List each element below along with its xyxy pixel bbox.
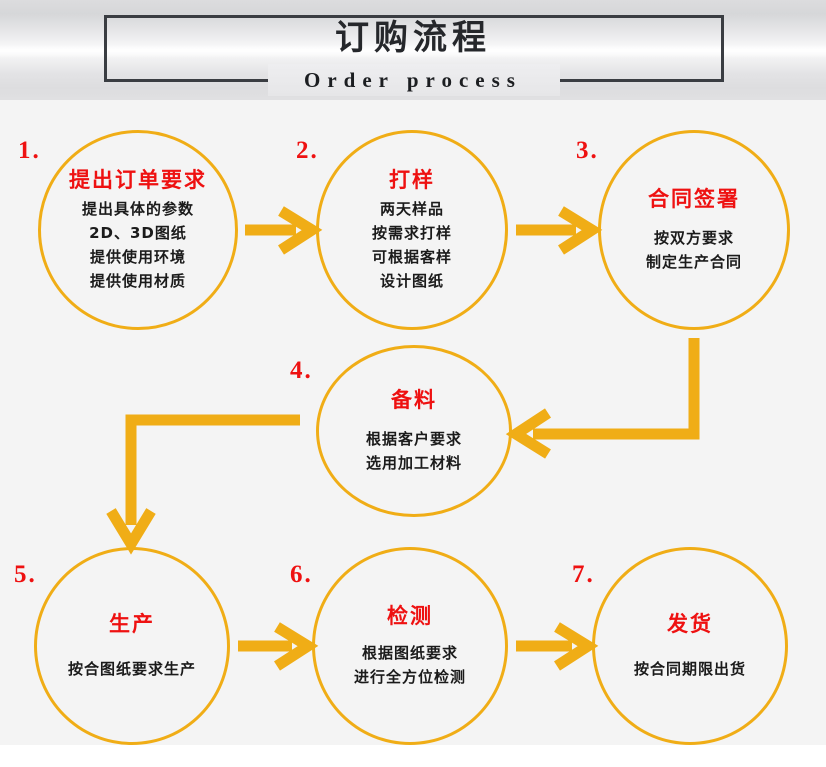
step-detail-7: 按合同期限出货	[634, 657, 746, 681]
step-detail-line: 按双方要求	[653, 229, 734, 247]
arrow-1-to-2	[245, 206, 323, 255]
step-detail-line: 设计图纸	[379, 272, 444, 290]
step-title-4: 备料	[391, 388, 437, 412]
arrow-2-to-3	[516, 206, 603, 255]
step-detail-line: 选用加工材料	[365, 454, 462, 472]
page-title-cn: 订购流程	[335, 18, 491, 58]
step-badge-2: 2.	[296, 137, 319, 164]
step-badge-7: 7.	[572, 561, 595, 588]
subtitle-backdrop	[268, 64, 560, 96]
step-detail-3: 按双方要求 制定生产合同	[646, 226, 742, 274]
step-detail-6: 根据图纸要求 进行全方位检测	[354, 641, 466, 689]
step-node-4[interactable]: 备料 根据客户要求 选用加工材料	[316, 345, 512, 517]
step-detail-line: 按合图纸要求生产	[67, 660, 196, 678]
step-detail-line: 根据客户要求	[365, 430, 462, 448]
title-frame-bottom-right-rule	[560, 79, 724, 82]
arrow-3-to-elbow-4	[505, 338, 700, 459]
step-badge-4: 4.	[290, 357, 313, 384]
step-badge-5: 5.	[14, 561, 37, 588]
title-frame-bottom-left-rule	[104, 79, 268, 82]
step-node-1[interactable]: 提出订单要求 提出具体的参数 2D、3D图纸 提供使用环境 提供使用材质	[38, 130, 238, 330]
bottom-white-band	[0, 745, 826, 767]
step-title-5: 生产	[109, 612, 155, 636]
step-detail-line: 提出具体的参数	[81, 200, 194, 218]
step-node-3[interactable]: 合同签署 按双方要求 制定生产合同	[598, 130, 790, 330]
flow-canvas: 1. 提出订单要求 提出具体的参数 2D、3D图纸 提供使用环境 提供使用材质 …	[0, 100, 826, 745]
step-node-2[interactable]: 打样 两天样品 按需求打样 可根据客样 设计图纸	[316, 130, 508, 330]
connectors-layer	[106, 206, 700, 671]
step-detail-1: 提出具体的参数 2D、3D图纸 提供使用环境 提供使用材质	[82, 197, 194, 293]
step-badge-1: 1.	[18, 137, 41, 164]
arrow-5-to-6	[238, 622, 319, 671]
step-detail-line: 制定生产合同	[645, 253, 742, 271]
step-node-6[interactable]: 检测 根据图纸要求 进行全方位检测	[312, 547, 508, 745]
step-title-2: 打样	[389, 168, 435, 192]
step-detail-line: 按需求打样	[371, 224, 452, 242]
step-detail-line: 进行全方位检测	[353, 668, 466, 686]
page-subtitle-en: Order process	[304, 68, 522, 92]
step-badge-6: 6.	[290, 561, 313, 588]
title-frame	[104, 15, 724, 82]
step-detail-line: 提供使用材质	[89, 272, 186, 290]
step-detail-5: 按合图纸要求生产	[68, 657, 196, 681]
step-detail-line: 2D、3D图纸	[89, 224, 187, 242]
step-badge-3: 3.	[576, 137, 599, 164]
step-node-7[interactable]: 发货 按合同期限出货	[592, 547, 788, 745]
arrow-4-to-elbow-5	[106, 414, 300, 555]
step-detail-line: 提供使用环境	[89, 248, 186, 266]
step-detail-line: 根据图纸要求	[361, 644, 458, 662]
step-detail-line: 两天样品	[379, 200, 444, 218]
arrow-6-to-7	[516, 622, 599, 671]
step-title-7: 发货	[667, 612, 713, 636]
step-detail-line: 可根据客样	[371, 248, 452, 266]
step-detail-2: 两天样品 按需求打样 可根据客样 设计图纸	[372, 197, 452, 293]
step-detail-4: 根据客户要求 选用加工材料	[366, 427, 462, 475]
step-detail-line: 按合同期限出货	[633, 660, 746, 678]
step-title-1: 提出订单要求	[69, 168, 207, 192]
step-title-3: 合同签署	[648, 187, 740, 211]
step-title-6: 检测	[387, 604, 433, 628]
step-node-5[interactable]: 生产 按合图纸要求生产	[34, 547, 230, 745]
